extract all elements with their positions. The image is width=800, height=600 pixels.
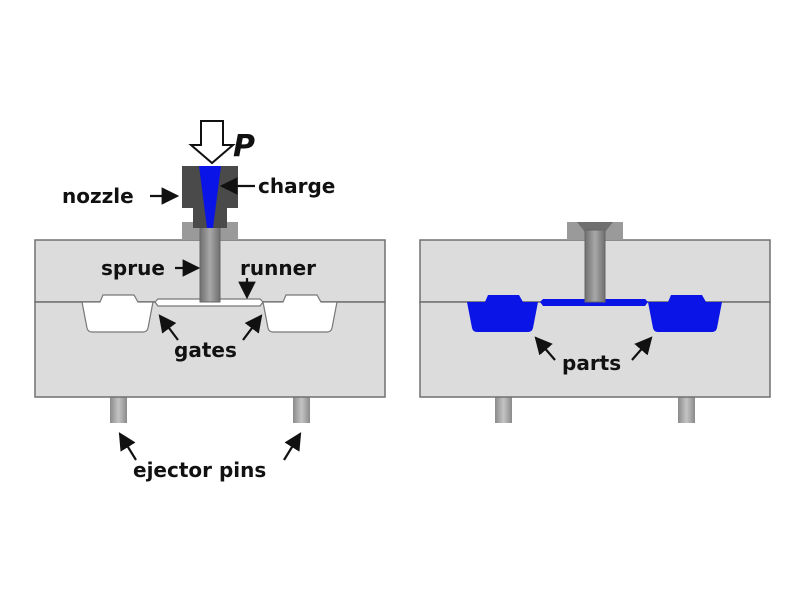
arrow-part-right	[631, 336, 653, 361]
arrow-pin-right	[283, 432, 302, 461]
pressure-label: P	[233, 129, 255, 164]
arrow-part-left	[534, 336, 556, 361]
arrow-gate-right	[242, 314, 263, 341]
ejector-pins-label: ejector pins	[133, 458, 266, 482]
sprue-channel	[199, 221, 221, 303]
arrow-gate-left	[158, 314, 179, 341]
sprue-channel	[584, 229, 606, 303]
callout-arrows	[118, 177, 653, 461]
arrow-pin-left	[118, 432, 137, 461]
charge-label: charge	[258, 174, 335, 198]
parts-label: parts	[562, 351, 621, 375]
nozzle-label: nozzle	[62, 184, 134, 208]
charge-plastic	[199, 166, 221, 228]
gates-label: gates	[174, 338, 237, 362]
pressure-arrow-icon	[188, 120, 236, 165]
cavity-right	[262, 294, 338, 333]
cavity-left	[81, 294, 154, 333]
runner-label: runner	[240, 256, 316, 280]
mold-filled-stage	[419, 222, 771, 423]
part-right	[648, 295, 722, 332]
part-left	[467, 295, 538, 332]
sprue-label: sprue	[101, 256, 165, 280]
mold-filling-stage	[34, 120, 386, 423]
